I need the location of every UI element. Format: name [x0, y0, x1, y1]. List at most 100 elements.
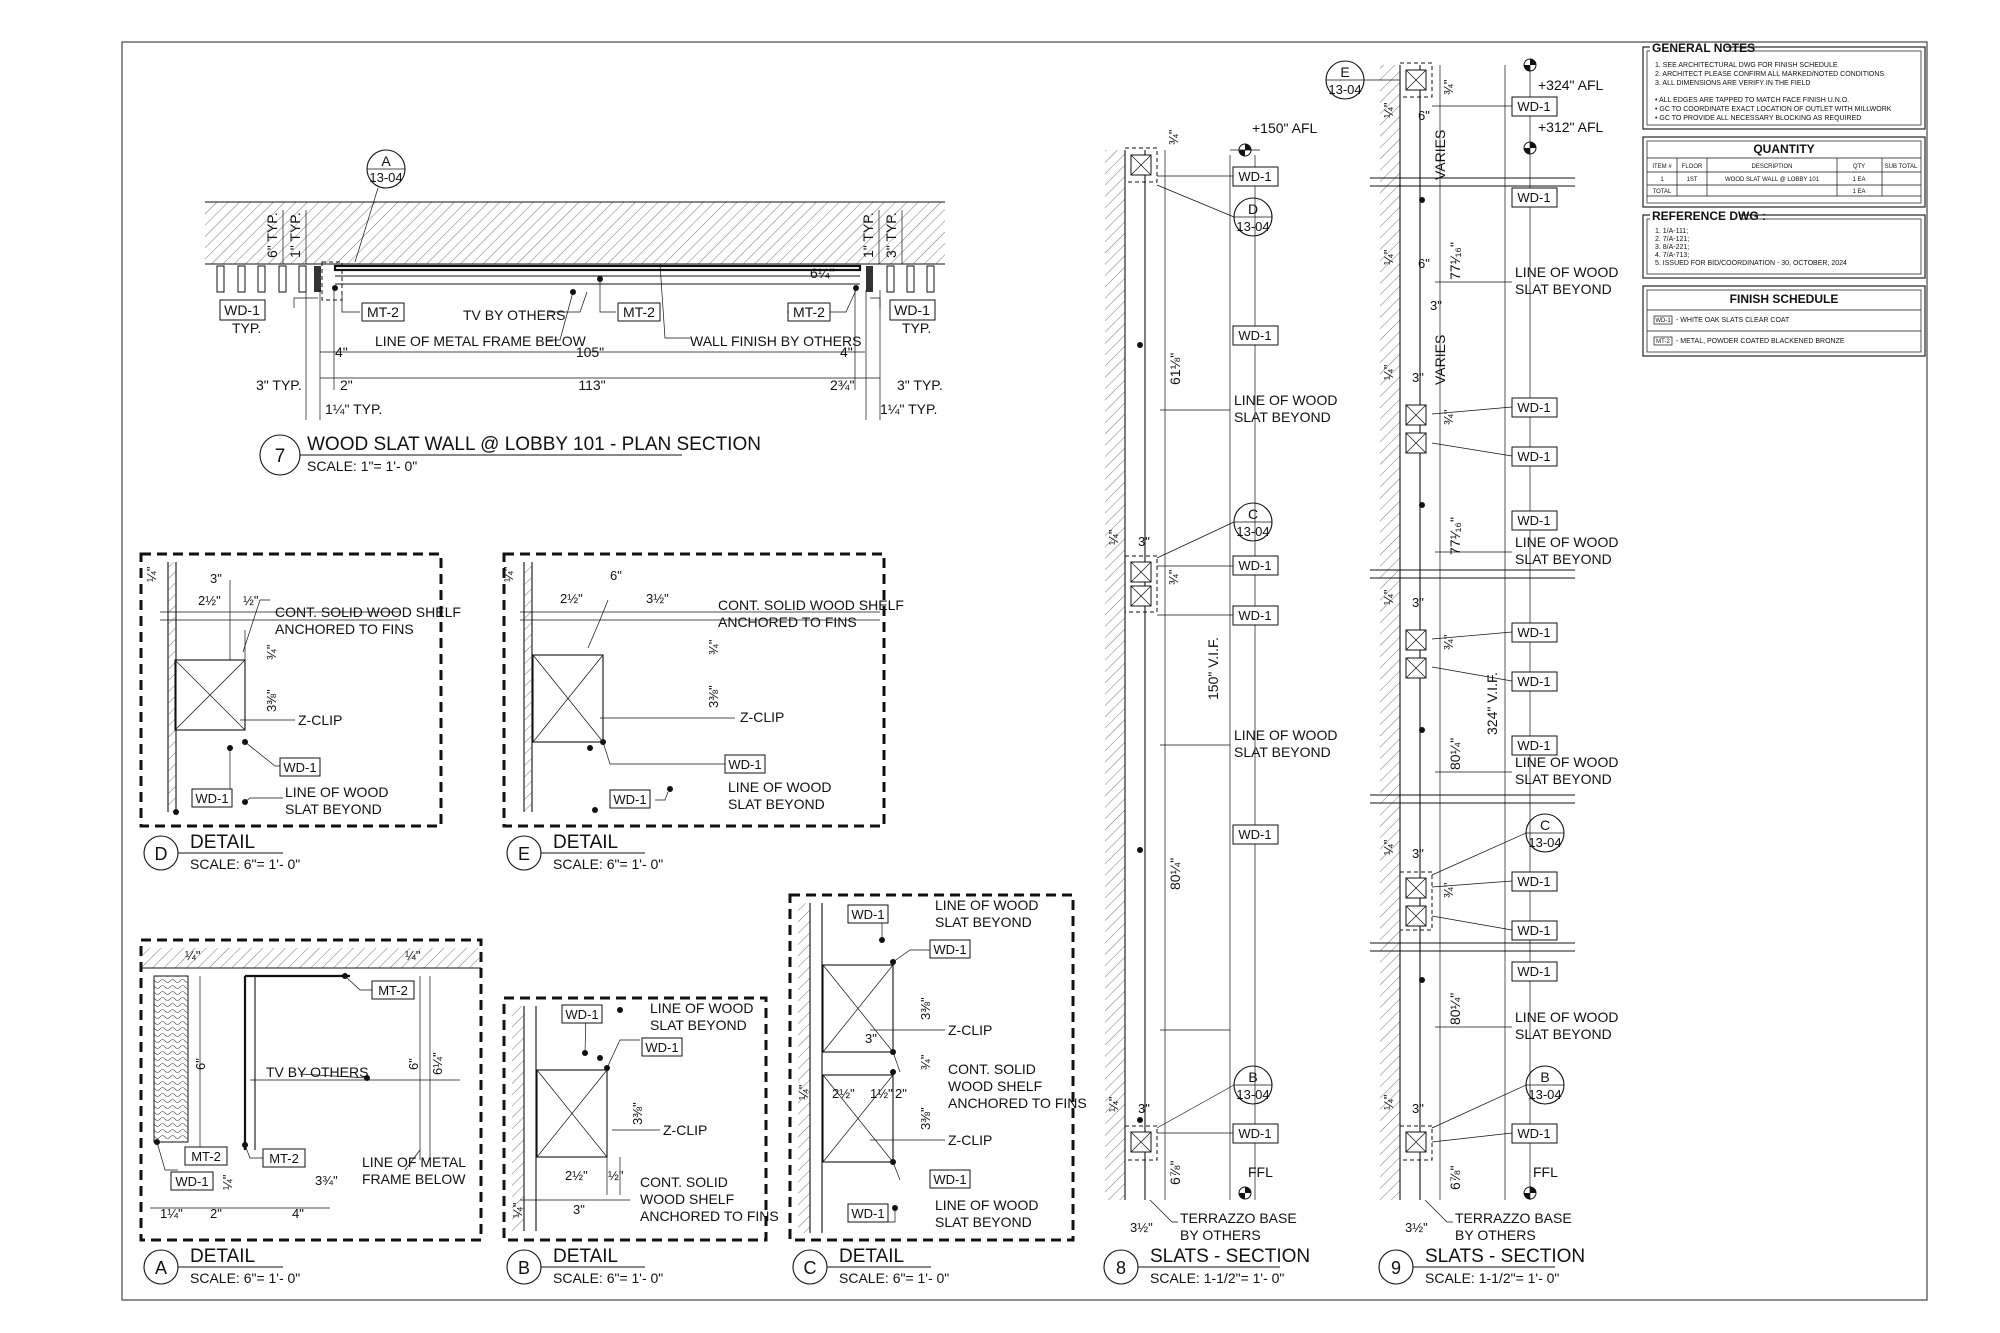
detail-c-title: DETAIL: [839, 1246, 904, 1267]
detail-d-wd1-a: WD-1: [283, 760, 316, 775]
qty-header-floor: FLOOR: [1682, 164, 1703, 170]
svg-text:LINE OF WOOD: LINE OF WOOD: [1515, 534, 1618, 550]
detail-b-dim-338: 3⅜": [630, 1102, 645, 1125]
detail-a: MT-2 TV BY OTHERS MT-2 MT-2 WD-1 LINE OF…: [139, 938, 483, 1286]
detail-e-scale: SCALE: 6"= 1'- 0": [553, 856, 663, 872]
s8-scale: SCALE: 1-1/2"= 1'- 0": [1150, 1270, 1284, 1286]
plan-dim-1typ: 1" TYP.: [287, 212, 303, 258]
s9-scale: SCALE: 1-1/2"= 1'- 0": [1425, 1270, 1559, 1286]
sheet-border: [121, 41, 1928, 1301]
detail-e-wd1-a: WD-1: [728, 757, 761, 772]
s9-dim-34-c: ¾": [1441, 634, 1456, 650]
detail-d-letter: D: [155, 844, 168, 864]
s9-break-lines: [1370, 177, 1575, 952]
ref-2: 2. 7/A-121;: [1655, 236, 1689, 243]
detail-a-mt2-top: MT-2: [378, 983, 408, 998]
detail-c-dim-338-bottom: 3⅜": [918, 1107, 933, 1130]
detail-b-dim-12: ½": [608, 1168, 624, 1183]
detail-e-line-wood: LINE OF WOOD: [728, 779, 831, 795]
detail-e-anchored: ANCHORED TO FINS: [718, 614, 857, 630]
detail-b: WD-1 WD-1 LINE OF WOOD SLAT BEYOND Z-CLI…: [502, 996, 779, 1286]
note-4: • ALL EDGES ARE TAPPED TO MATCH FACE FIN…: [1655, 97, 1849, 104]
qty-r1-item: 1: [1660, 177, 1664, 183]
detail-b-dim-212: 2½": [565, 1168, 588, 1183]
detail-a-frame-below: FRAME BELOW: [362, 1171, 466, 1187]
s9-dim-14-e: ¼": [1381, 839, 1396, 855]
s8-dim-3-bottom: 3": [1138, 1101, 1150, 1116]
svg-text:WD-1: WD-1: [1238, 558, 1271, 573]
s9-dim-3-a: 3": [1430, 298, 1442, 313]
finish-desc-mt2: - METAL, POWDER COATED BLACKENED BRONZE: [1676, 338, 1845, 345]
plan-callout-sheet: 13-04: [369, 170, 402, 185]
s9-dim-6-top: 6": [1418, 108, 1430, 123]
detail-e-shelf: CONT. SOLID WOOD SHELF: [718, 597, 904, 613]
s9-dim-14-a: ¼": [1381, 102, 1396, 118]
s9-callout-b-sheet: 13-04: [1528, 1087, 1561, 1102]
detail-b-dim-14: ¼": [510, 1202, 525, 1218]
detail-b-letter: B: [518, 1258, 530, 1278]
plan-dim-3typ-right: 3" TYP.: [883, 212, 899, 258]
plan-typ-right: TYP.: [902, 320, 931, 336]
s9-wd1-tags: WD-1 WD-1 WD-1 WD-1 WD-1 WD-1 WD-1 WD-1 …: [1511, 96, 1558, 1144]
detail-d-zclip: Z-CLIP: [298, 712, 342, 728]
detail-e-dim-6: 6": [610, 568, 622, 583]
s8-callout-c: C: [1248, 506, 1258, 522]
detail-a-mt2-right: MT-2: [269, 1151, 299, 1166]
s8-callout-d-sheet: 13-04: [1236, 219, 1269, 234]
detail-e-dim-34: ¾": [706, 639, 721, 655]
s9-dim-8014-a: 80¼": [1447, 738, 1463, 770]
plan-metal-frame-label: LINE OF METAL FRAME BELOW: [375, 333, 587, 349]
reference-dwg: REFERENCE DWG : 1. 1/A-111; 2. 7/A-121; …: [1642, 209, 1926, 279]
s9-terrazzo-2: BY OTHERS: [1455, 1227, 1536, 1243]
detail-e-dim-14: ¼": [501, 566, 516, 582]
note-5: • GC TO COORDINATE EXACT LOCATION OF OUT…: [1655, 106, 1892, 113]
s8-dim-3-mid: 3": [1138, 534, 1150, 549]
detail-c-dim-212: 2½": [832, 1086, 855, 1101]
detail-c-line-wood-bottom: LINE OF WOOD: [935, 1197, 1038, 1213]
s9-callout-b: B: [1540, 1069, 1549, 1085]
qty-header-qty: QTY: [1853, 164, 1865, 170]
s9-dim-14-f: ¼": [1381, 1094, 1396, 1110]
s9-dim-312: 3½": [1405, 1220, 1428, 1235]
detail-c-cont-solid: CONT. SOLID: [948, 1061, 1036, 1077]
detail-e: CONT. SOLID WOOD SHELF ANCHORED TO FINS …: [501, 552, 904, 872]
s8-line-wood-2: LINE OF WOOD: [1234, 727, 1337, 743]
detail-a-title: DETAIL: [190, 1246, 255, 1267]
detail-d: CONT. SOLID WOOD SHELF ANCHORED TO FINS …: [139, 552, 461, 872]
s9-varies-1: VARIES: [1432, 130, 1448, 180]
detail-d-anchored: ANCHORED TO FINS: [275, 621, 414, 637]
note-3: 3. ALL DIMENSIONS ARE VERIFY IN THE FIEL…: [1655, 80, 1810, 87]
detail-d-dim-338: 3⅜": [264, 689, 279, 712]
s8-vif: 150" V.I.F.: [1205, 637, 1221, 700]
svg-text:WD-1: WD-1: [1517, 99, 1550, 114]
detail-a-dim-14-right: ¼": [405, 948, 421, 963]
qty-header-subtotal: SUB TOTAL: [1885, 164, 1918, 170]
detail-b-anchored: ANCHORED TO FINS: [640, 1208, 779, 1224]
qty-header-item: ITEM #: [1652, 164, 1672, 170]
s9-dim-3-b: 3": [1412, 370, 1424, 385]
section-9: +324" AFL +312" AFL FFL WD-1 WD-1 WD-1 W…: [1325, 58, 1618, 1286]
svg-text:WD-1: WD-1: [1517, 674, 1550, 689]
note-6: • GC TO PROVIDE ALL NECESSARY BLOCKING A…: [1655, 115, 1861, 122]
detail-a-dim-6-right: 6": [406, 1058, 421, 1070]
svg-text:WD-1: WD-1: [1517, 964, 1550, 979]
plan-slats-right: [866, 265, 935, 293]
detail-c-dim-2: 2": [895, 1086, 907, 1101]
plan-section-drawing: A 13-04 WD-1 TYP. MT-2 TV BY OTHERS MT-2…: [205, 149, 945, 420]
s9-dim-678: 6⅞": [1447, 1166, 1463, 1190]
detail-a-dim-6-left: 6": [193, 1058, 208, 1070]
detail-a-dim-14-b: ¼": [220, 1174, 235, 1190]
svg-text:WD-1: WD-1: [1517, 923, 1550, 938]
s9-afl312: +312" AFL: [1538, 119, 1604, 135]
detail-b-cont-solid: CONT. SOLID: [640, 1174, 728, 1190]
detail-c-zclip-bottom: Z-CLIP: [948, 1132, 992, 1148]
detail-a-wd1: WD-1: [175, 1174, 208, 1189]
svg-text:WD-1: WD-1: [1517, 1126, 1550, 1141]
detail-d-title: DETAIL: [190, 832, 255, 853]
detail-c-zclip-top: Z-CLIP: [948, 1022, 992, 1038]
plan-title-block: 7 WOOD SLAT WALL @ LOBBY 101 - PLAN SECT…: [259, 434, 761, 476]
detail-c-anchored: ANCHORED TO FINS: [948, 1095, 1087, 1111]
s8-terrazzo-1: TERRAZZO BASE: [1180, 1210, 1297, 1226]
detail-c-dim-3: 3": [865, 1031, 877, 1046]
